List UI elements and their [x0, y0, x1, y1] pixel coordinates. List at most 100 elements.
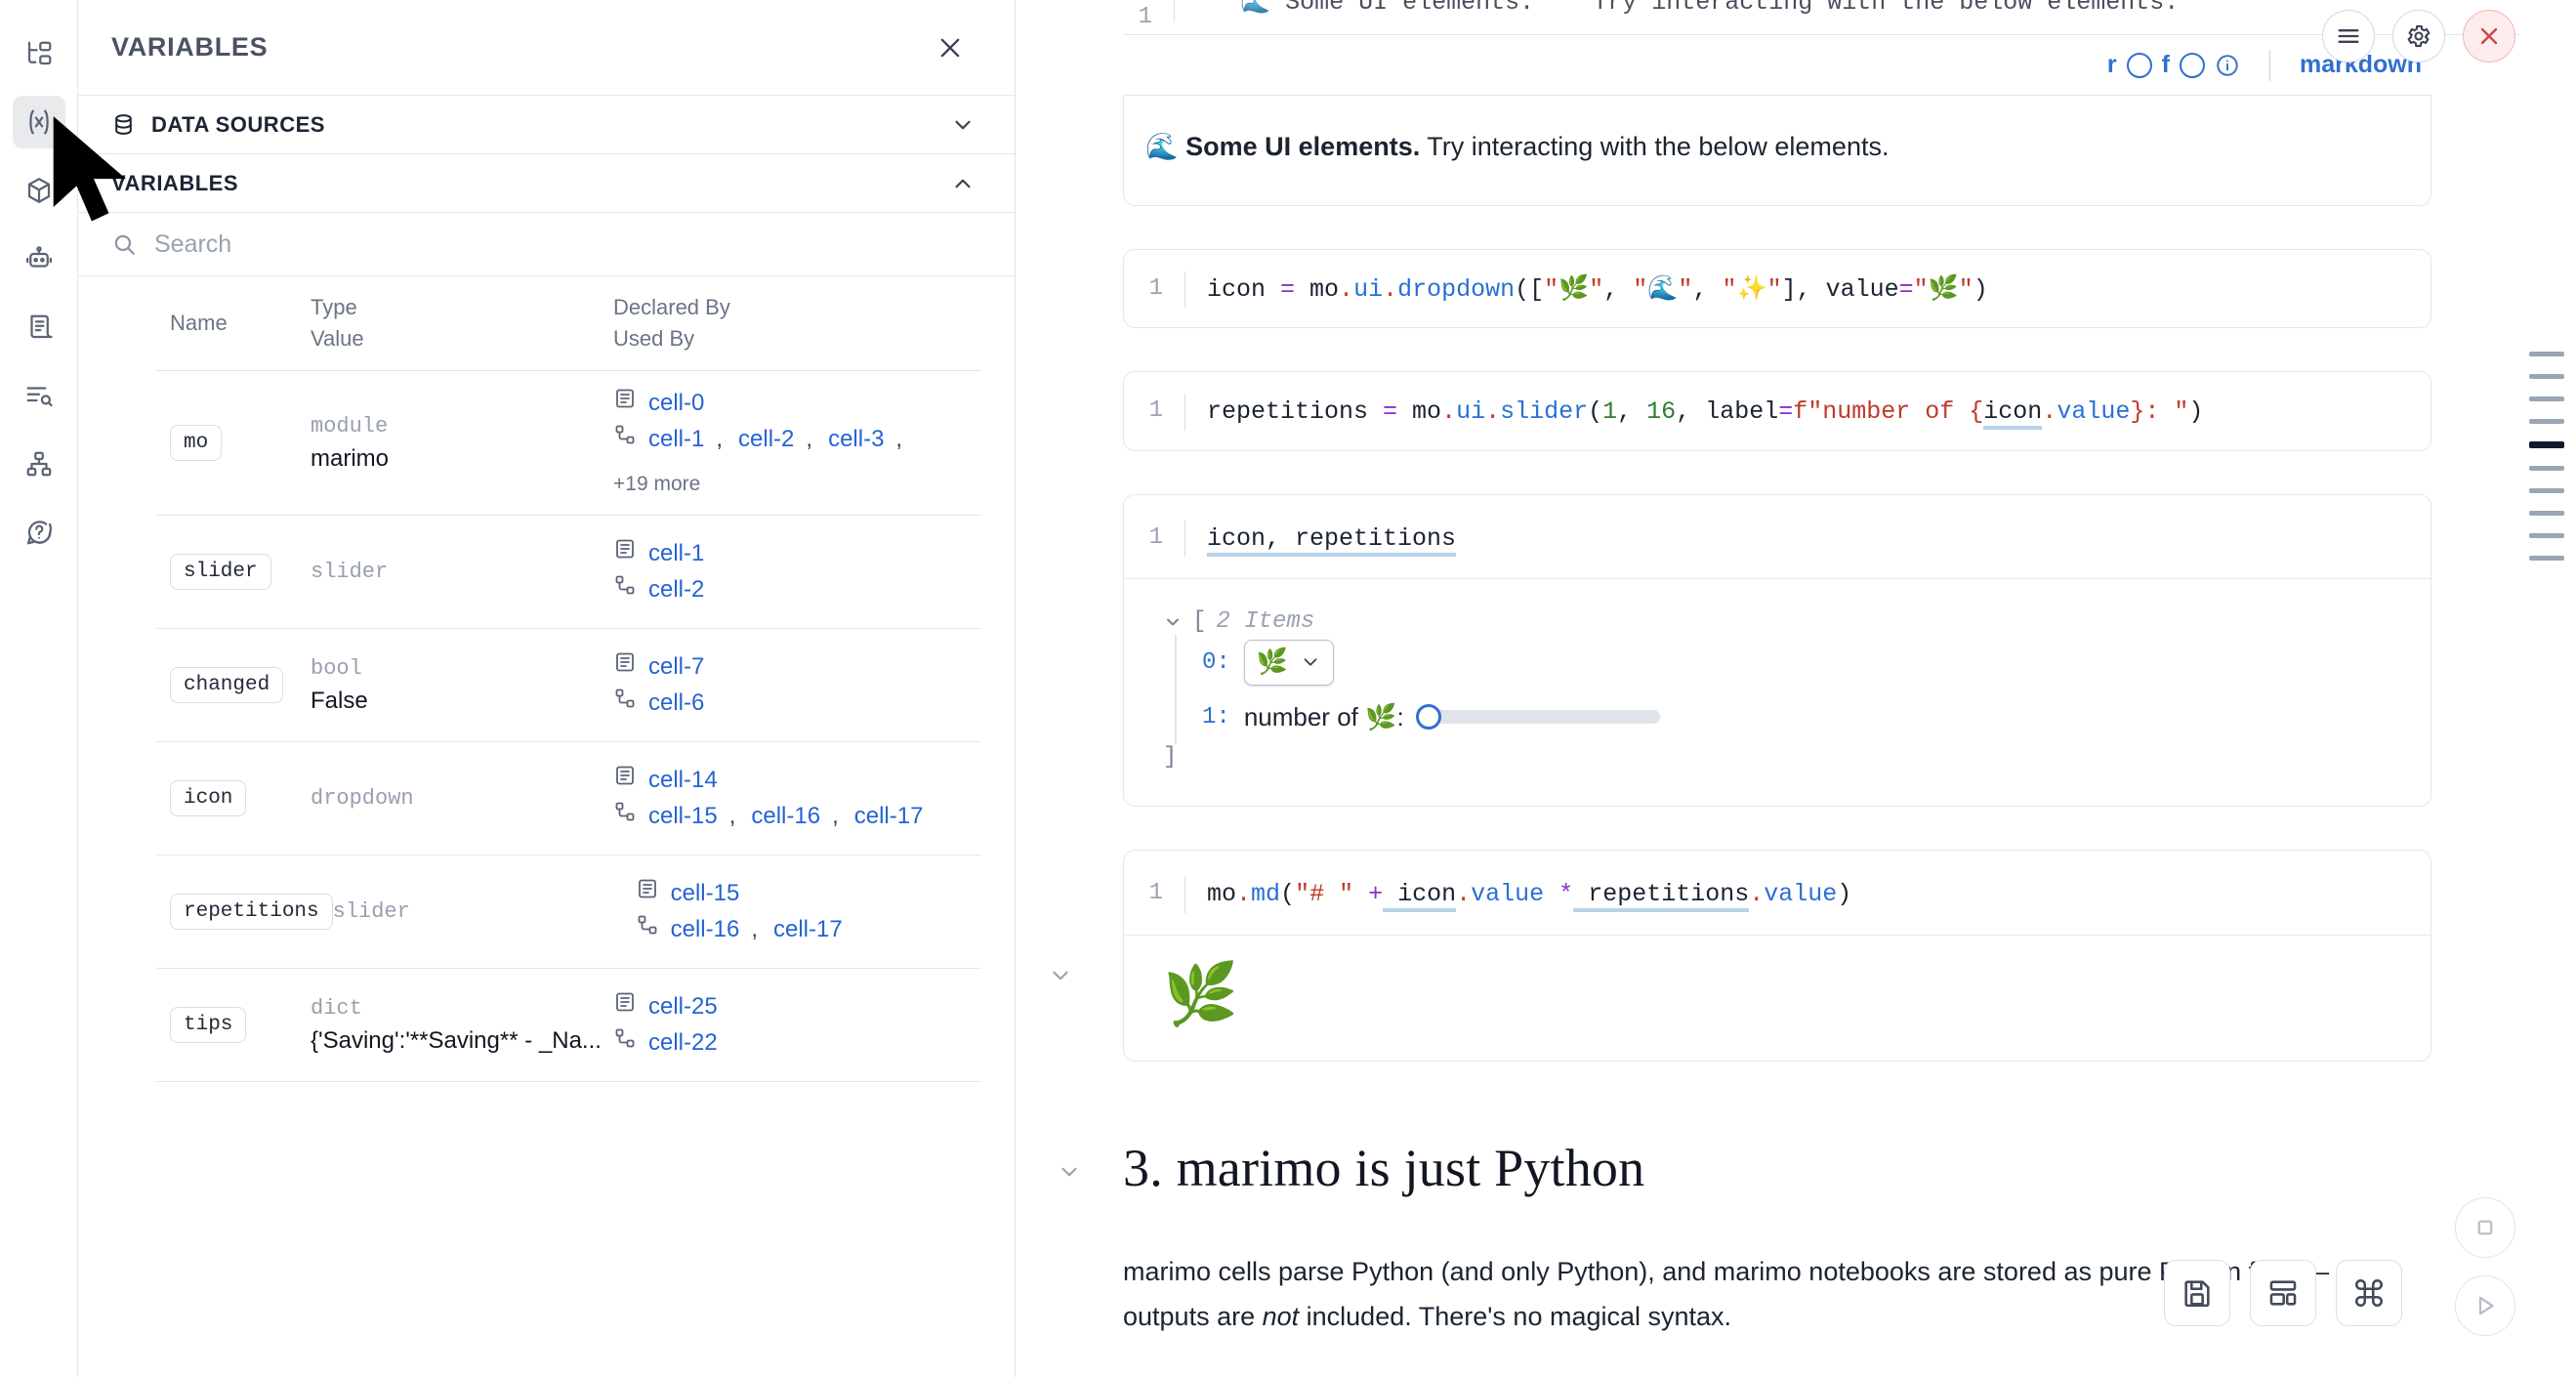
dependency-icon — [636, 913, 659, 945]
minimap-line[interactable] — [2529, 396, 2564, 401]
table-row[interactable]: tips dict {'Saving':'**Saving** - _Na...… — [156, 969, 981, 1082]
cell-link[interactable]: cell-16 — [751, 803, 821, 830]
variable-type: dict — [311, 995, 362, 1021]
code-token: mo — [1207, 880, 1237, 909]
run-icon[interactable] — [2455, 1275, 2515, 1336]
column-header-type-value: Type Value — [311, 292, 613, 355]
minimap-line[interactable] — [2529, 419, 2564, 424]
code-cell-ui-output[interactable]: 1 icon, repetitions [ 2 Items — [1123, 493, 2431, 808]
variable-name-chip[interactable]: changed — [170, 666, 284, 703]
notebook-minimap[interactable] — [2517, 352, 2576, 561]
cell-file-icon — [636, 877, 659, 909]
cell-link[interactable]: cell-1 — [648, 540, 705, 567]
cell-link[interactable]: cell-6 — [648, 689, 705, 717]
save-icon[interactable] — [2164, 1260, 2230, 1326]
info-icon[interactable] — [2215, 53, 2240, 78]
scratchpad-icon[interactable] — [13, 301, 65, 354]
cell-menu-icon[interactable] — [2322, 10, 2375, 63]
code-token: 1 — [1602, 397, 1618, 427]
variables-table-header: Name Type Value Declared By Used By — [156, 276, 981, 371]
cell-type-value: bool False — [311, 652, 613, 718]
file-tree-icon[interactable] — [13, 27, 65, 80]
slider-thumb[interactable] — [1415, 704, 1441, 730]
cell-link[interactable]: cell-25 — [648, 993, 718, 1021]
table-row[interactable]: changed bool False cell-7 cell-6 — [156, 629, 981, 742]
cell-file-icon — [613, 990, 637, 1022]
table-row[interactable]: slider slider cell-1 cell-2 — [156, 516, 981, 629]
cell-link[interactable]: cell-0 — [648, 389, 705, 416]
section-header-data-sources[interactable]: DATA SOURCES — [78, 96, 1015, 154]
variable-name-chip[interactable]: icon — [170, 779, 247, 816]
json-viewer-header[interactable]: [ 2 Items — [1163, 608, 2401, 635]
minimap-line[interactable] — [2529, 533, 2564, 538]
section-header-variables[interactable]: VARIABLES — [78, 154, 1015, 213]
close-icon[interactable] — [2463, 10, 2515, 63]
cell-file-icon — [613, 764, 637, 796]
minimap-line[interactable] — [2529, 511, 2564, 516]
collapse-section-chevron-icon[interactable] — [1053, 1159, 1086, 1185]
code-text[interactable]: icon = mo.ui.dropdown(["🌿", "🌊", "✨"], v… — [1184, 271, 2411, 309]
icon-dropdown[interactable]: 🌿 — [1243, 639, 1335, 686]
search-input[interactable] — [154, 230, 976, 259]
minimap-line[interactable] — [2529, 374, 2564, 379]
code-text[interactable]: icon, repetitions — [1184, 520, 2411, 558]
cell-type-value: module marimo — [311, 410, 613, 476]
gear-icon[interactable] — [2392, 10, 2445, 63]
dependency-graph-icon[interactable] — [13, 438, 65, 490]
cell-name: mo — [170, 424, 311, 461]
minimap-line[interactable] — [2529, 441, 2564, 448]
refs-indicator[interactable]: r f — [2107, 51, 2240, 79]
close-panel-button[interactable] — [931, 28, 970, 67]
code-cell-md[interactable]: 1 mo.md("# " + icon.value * repetitions.… — [1053, 850, 2431, 1062]
cell-link[interactable]: cell-22 — [648, 1029, 718, 1057]
minimap-line[interactable] — [2529, 352, 2564, 356]
collapse-output-chevron-icon[interactable] — [1044, 963, 1077, 988]
refs-letter-r: r — [2106, 51, 2117, 78]
help-icon[interactable] — [13, 506, 65, 559]
table-row[interactable]: icon dropdown cell-14 cell-15,cell-16,ce… — [156, 742, 981, 855]
variables-search-row — [78, 213, 1015, 276]
table-row[interactable]: mo module marimo cell-0 cell-1,cell-2,ce… — [156, 371, 981, 516]
cell-status-bar: r f markdown — [1123, 35, 2431, 96]
cell-link[interactable]: cell-1 — [648, 425, 705, 452]
variable-name-chip[interactable]: tips — [170, 1006, 247, 1043]
cell-name: changed — [170, 666, 311, 703]
cell-link[interactable]: cell-16 — [670, 916, 740, 943]
code-cell-dropdown[interactable]: 1 icon = mo.ui.dropdown(["🌿", "🌊", "✨"],… — [1123, 248, 2431, 329]
outline-search-icon[interactable] — [13, 369, 65, 422]
used-by-more-label[interactable]: +19 more — [613, 473, 701, 496]
minimap-line[interactable] — [2529, 556, 2564, 561]
cell-link[interactable]: cell-3 — [828, 425, 885, 452]
command-palette-icon[interactable] — [2336, 1260, 2402, 1326]
declared-by-line: cell-14 — [613, 762, 966, 798]
cell-link[interactable]: cell-14 — [648, 767, 718, 794]
cell-link[interactable]: cell-2 — [648, 576, 705, 604]
json-viewer: [ 2 Items 0: 🌿 — [1163, 608, 2401, 771]
section-label-data-sources: DATA SOURCES — [151, 111, 325, 137]
cell-link[interactable]: cell-17 — [773, 916, 843, 943]
code-text[interactable]: repetitions = mo.ui.slider(1, 16, label=… — [1184, 394, 2411, 431]
minimap-line[interactable] — [2529, 488, 2564, 493]
layout-icon[interactable] — [2250, 1260, 2316, 1326]
code-cell-slider[interactable]: 1 repetitions = mo.ui.slider(1, 16, labe… — [1123, 371, 2431, 451]
cell-link[interactable]: cell-15 — [648, 803, 718, 830]
repetitions-slider[interactable] — [1415, 704, 1660, 730]
minimap-line[interactable] — [2529, 466, 2564, 471]
robot-icon[interactable] — [13, 232, 65, 285]
table-row[interactable]: repetitions slider cell-15 cell-16,cell-… — [156, 855, 981, 969]
variables-icon[interactable] — [12, 96, 65, 148]
cell-link[interactable]: cell-17 — [853, 803, 924, 830]
cell-link[interactable]: cell-2 — [738, 425, 795, 452]
cell-clipped-top[interactable]: 1 "**🌊 Some UI elements.**" Try interact… — [1123, 0, 2519, 35]
stop-icon[interactable] — [2455, 1197, 2515, 1258]
cell-link[interactable]: cell-15 — [670, 880, 740, 907]
chevron-down-icon[interactable] — [1163, 612, 1183, 632]
cell-link[interactable]: cell-7 — [648, 653, 705, 681]
variable-name-chip[interactable]: slider — [170, 553, 271, 590]
package-cube-icon[interactable] — [13, 164, 65, 217]
code-text[interactable]: mo.md("# " + icon.value * repetitions.va… — [1184, 876, 2411, 913]
variable-name-chip[interactable]: repetitions — [170, 893, 333, 930]
variable-name-chip[interactable]: mo — [170, 424, 223, 461]
database-icon — [111, 112, 136, 137]
